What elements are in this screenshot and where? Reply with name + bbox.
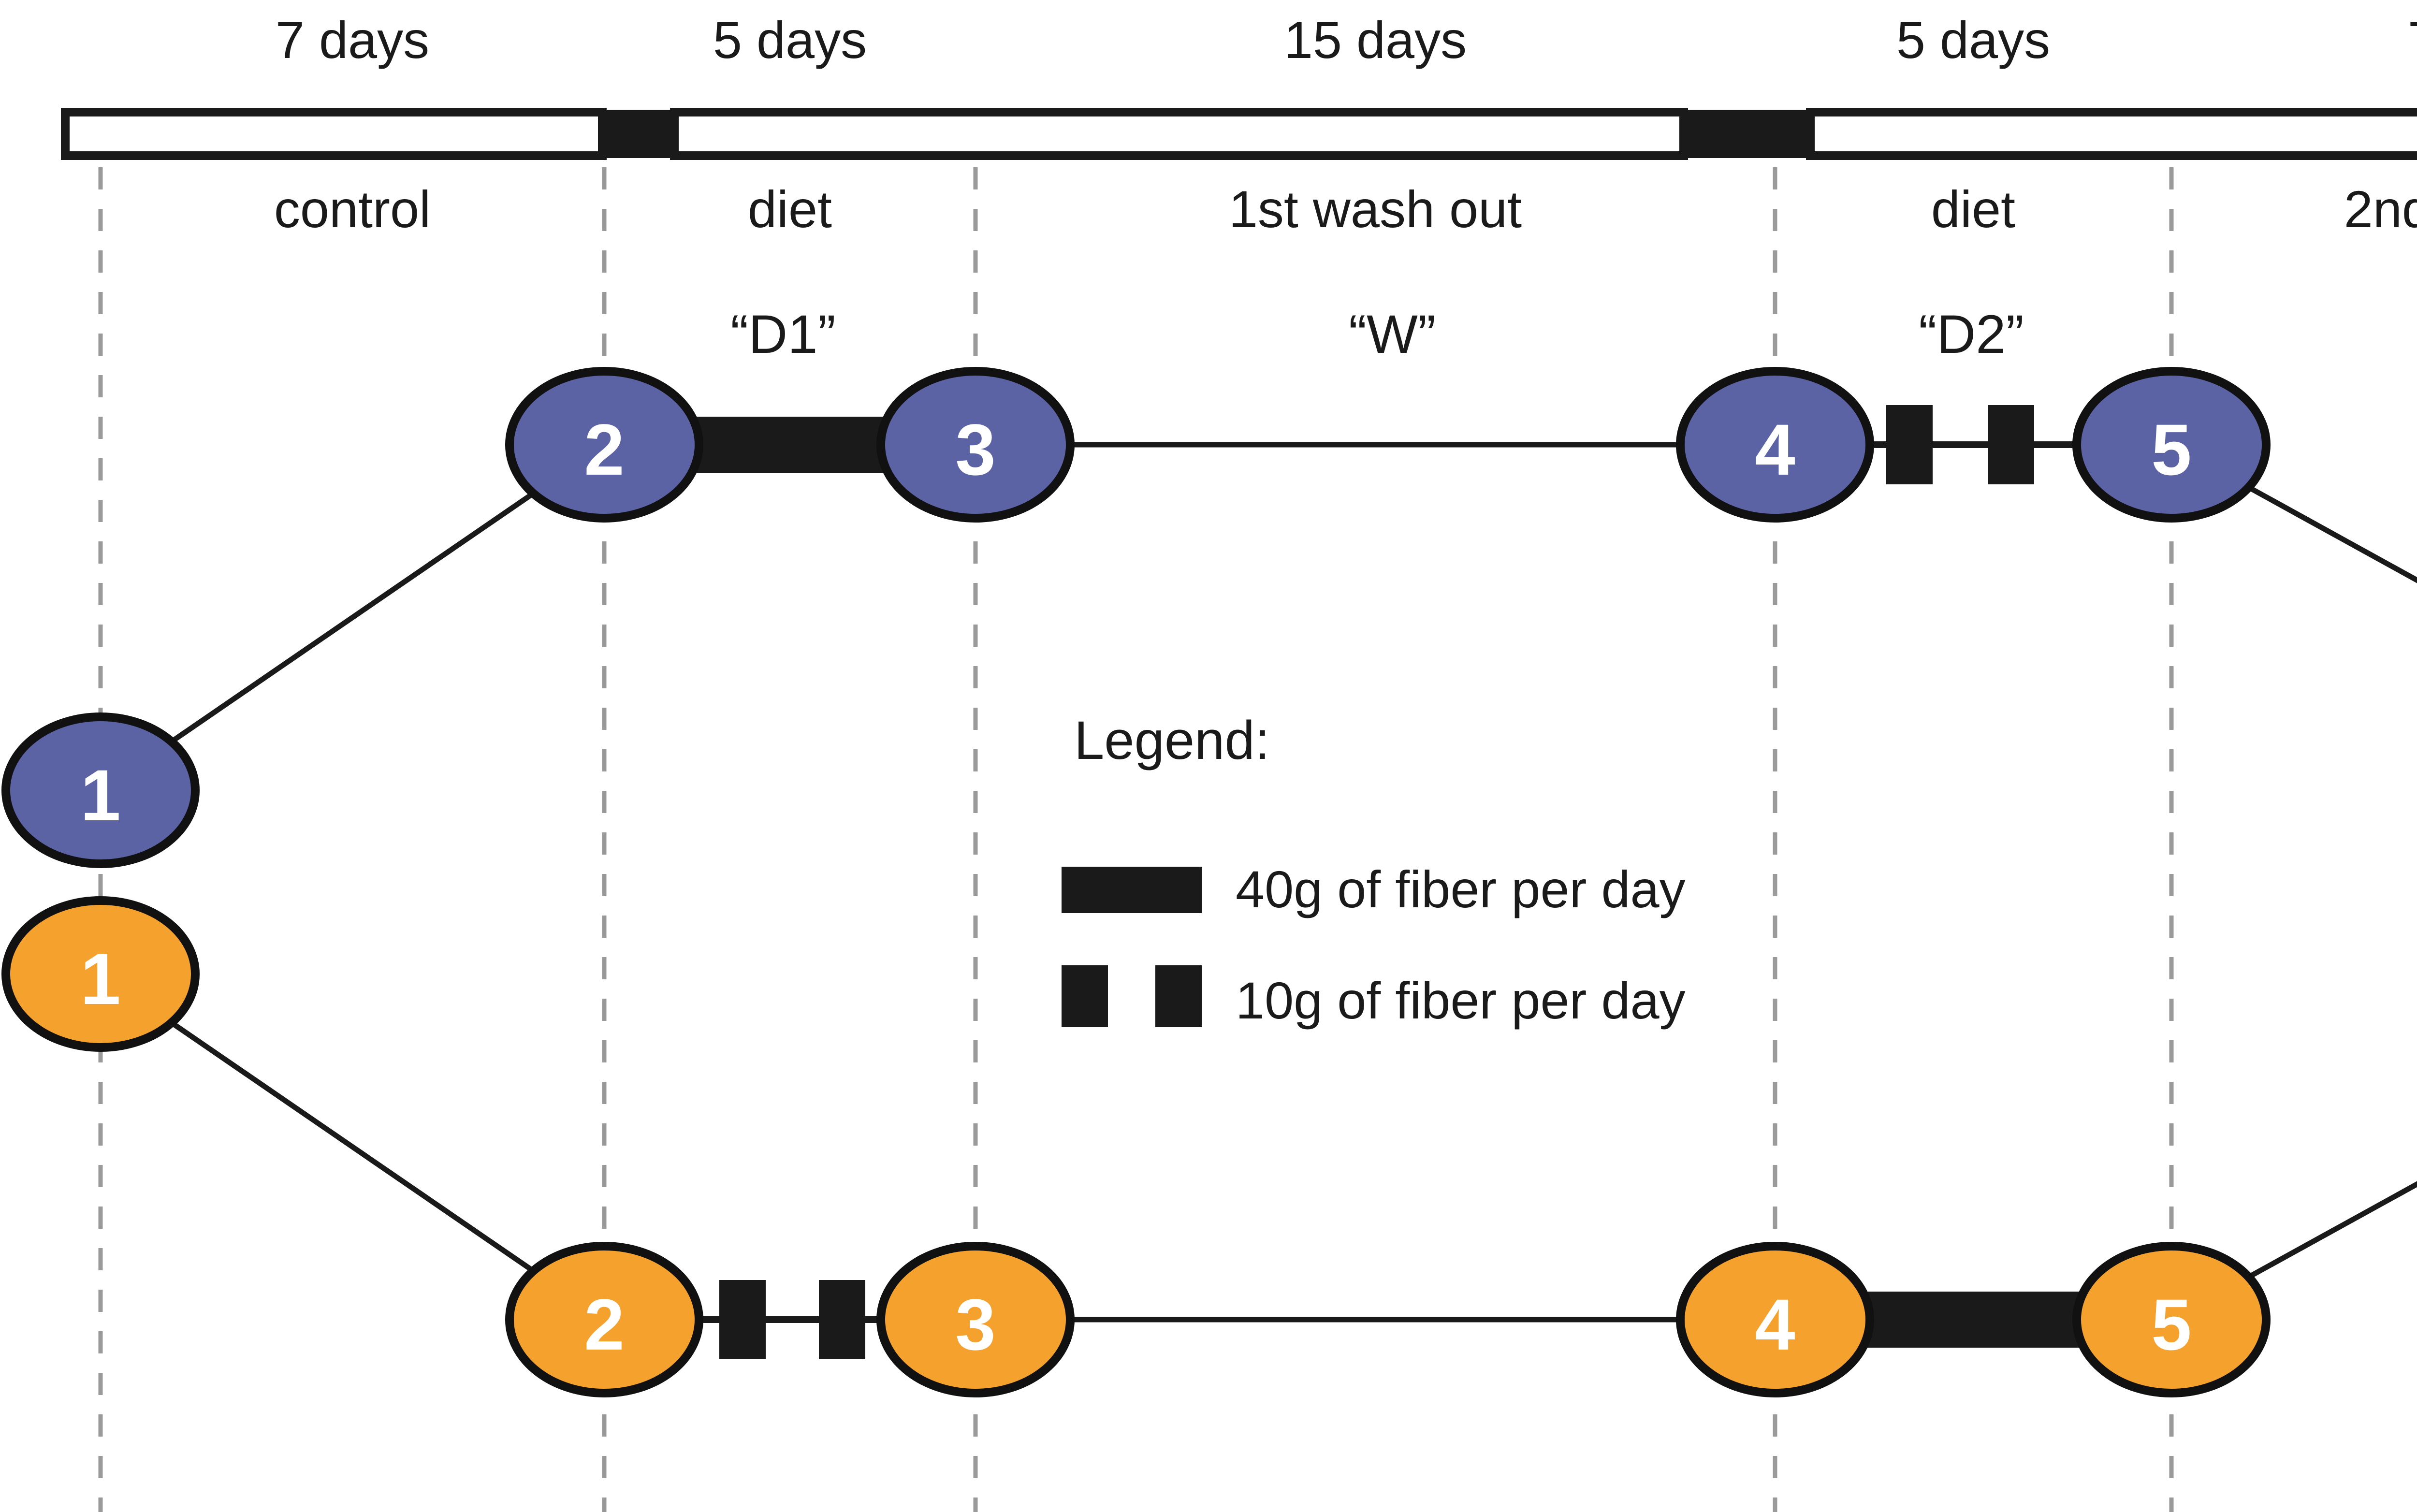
duration-label-3: 5 days [1896, 11, 2050, 69]
node-blue-3[interactable]: 3 [876, 367, 1075, 523]
legend-item-10g: 10g of fiber per day [1062, 965, 1686, 1030]
arm-orange-nodes: 1 2 3 4 5 6 [1, 896, 2271, 1397]
duration-label-0: 7 days [276, 11, 429, 69]
code-label-d1: “D1” [730, 304, 836, 364]
node-label: 4 [1755, 409, 1795, 490]
node-label: 1 [80, 938, 120, 1019]
edge-blue-1-2 [99, 442, 606, 793]
phase-label-washout2: 2nd wash out [2344, 180, 2417, 238]
arm-orange-connectors [99, 972, 2417, 1323]
node-orange-3[interactable]: 3 [876, 1242, 1075, 1397]
code-label-w: “W” [1349, 304, 1436, 364]
arm-blue-connectors [99, 442, 2417, 793]
timeline-bar [61, 108, 2417, 160]
edge-orange-1-2 [99, 972, 606, 1322]
duration-label-2: 15 days [1284, 11, 1467, 69]
duration-labels: 7 days 5 days 15 days 5 days 7 days [276, 11, 2417, 69]
node-circle [1676, 367, 1874, 523]
phase-label-control: control [274, 180, 431, 238]
legend-swatch-solid-bar [1062, 867, 1202, 913]
arm-blue-nodes: 1 2 3 4 5 6 [1, 367, 2271, 868]
timeline-segment-diet1-wide [602, 110, 676, 158]
node-label: 3 [955, 409, 995, 490]
node-circle [2072, 1242, 2271, 1397]
node-orange-2[interactable]: 2 [505, 1242, 703, 1397]
edge-blue-4-5-dose10 [1775, 405, 2171, 484]
legend: Legend: 40g of fiber per day 10g of fibe… [1062, 710, 1686, 1030]
node-blue-5[interactable]: 5 [2072, 367, 2271, 523]
phase-label-washout1: 1st wash out [1229, 180, 1522, 238]
node-circle [876, 1242, 1075, 1397]
edge-blue-5-6 [2170, 442, 2417, 583]
dose10-square [819, 1280, 865, 1359]
node-label: 5 [2151, 409, 2191, 490]
node-circle [1676, 1242, 1874, 1397]
legend-label-10g: 10g of fiber per day [1236, 971, 1686, 1030]
phase-label-diet1: diet [748, 180, 832, 238]
code-labels: “D1” “W” “D2” [730, 304, 2024, 364]
dose10-square [719, 1280, 766, 1359]
node-circle [1, 896, 200, 1052]
code-label-d2: “D2” [1919, 304, 2024, 364]
node-circle [1, 712, 200, 868]
duration-label-1: 5 days [713, 11, 867, 69]
dose10-square [1988, 405, 2034, 484]
node-orange-5[interactable]: 5 [2072, 1242, 2271, 1397]
node-circle [505, 367, 703, 523]
node-orange-1[interactable]: 1 [1, 896, 200, 1052]
legend-label-40g: 40g of fiber per day [1236, 860, 1686, 918]
dose10-square [1886, 405, 1933, 484]
timeline-segment-washout1 [670, 108, 1688, 160]
duration-label-4: 7 days [2408, 11, 2417, 69]
node-circle [505, 1242, 703, 1397]
legend-swatch-dashed-square [1155, 965, 1202, 1027]
node-label: 1 [80, 755, 120, 836]
legend-swatch-dashed-square [1062, 965, 1108, 1027]
node-blue-2[interactable]: 2 [505, 367, 703, 523]
node-label: 2 [584, 1284, 624, 1365]
node-orange-4[interactable]: 4 [1676, 1242, 1874, 1397]
timeline-segment-washout2 [1806, 108, 2417, 160]
phase-label-diet2: diet [1931, 180, 2015, 238]
legend-title: Legend: [1074, 710, 1270, 771]
node-circle [2072, 367, 2271, 523]
legend-item-40g: 40g of fiber per day [1062, 860, 1686, 918]
timeline-segment-diet2 [1684, 110, 1812, 158]
timeline-segment-control [61, 108, 607, 160]
edge-orange-5-6 [2170, 1181, 2417, 1322]
node-label: 2 [584, 409, 624, 490]
node-label: 5 [2151, 1284, 2191, 1365]
node-circle [876, 367, 1075, 523]
node-blue-1[interactable]: 1 [1, 712, 200, 868]
phase-labels: control diet 1st wash out diet 2nd wash … [274, 180, 2417, 238]
node-label: 3 [955, 1284, 995, 1365]
node-label: 4 [1755, 1284, 1795, 1365]
node-blue-4[interactable]: 4 [1676, 367, 1874, 523]
